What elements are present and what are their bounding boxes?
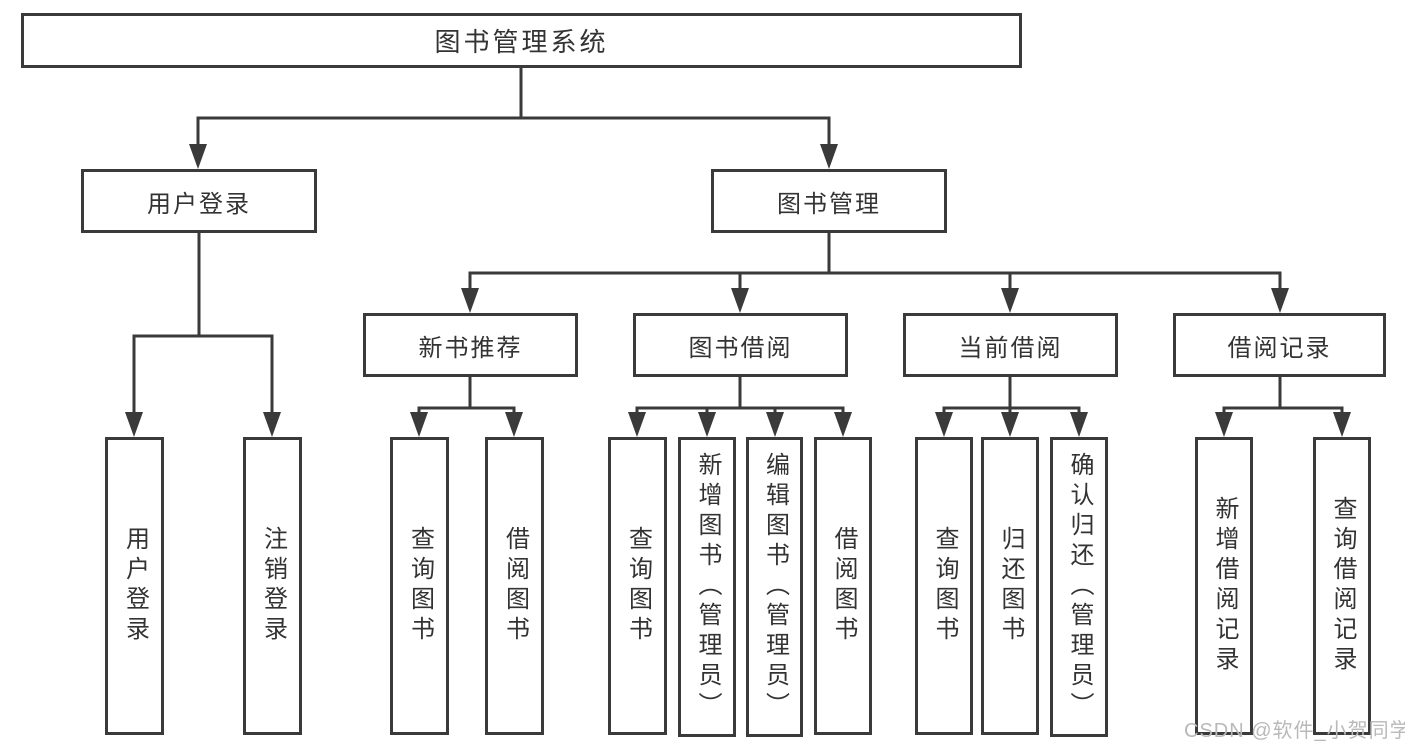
leaf-user-login: 用户登录	[105, 437, 164, 735]
leaf-bb-add-books-admin: 新增图书（管理员）	[678, 437, 736, 737]
connector-new-book-recommend	[410, 377, 523, 437]
connector-borrowing-records	[1215, 377, 1351, 437]
node-library-system: 图书管理系统	[21, 13, 1022, 68]
leaf-bb-edit-books-admin: 编辑图书（管理员）	[746, 437, 803, 737]
node-borrowing-records: 借阅记录	[1173, 313, 1386, 377]
leaf-br-query-record: 查询借阅记录	[1313, 437, 1371, 735]
leaf-bb-query-books: 查询图书	[608, 437, 667, 735]
node-new-book-recommend: 新书推荐	[363, 313, 578, 377]
connector-user-login	[125, 233, 281, 437]
connector-book-borrowing	[628, 377, 852, 437]
leaf-cb-query-books: 查询图书	[915, 437, 973, 735]
leaf-nbr-borrow-books: 借阅图书	[485, 437, 544, 735]
connector-book-management	[461, 233, 1289, 313]
node-book-borrowing: 图书借阅	[633, 313, 848, 377]
connector-current-borrowing	[935, 377, 1088, 437]
leaf-nbr-query-books: 查询图书	[390, 437, 449, 735]
leaf-logout: 注销登录	[243, 437, 302, 735]
leaf-br-add-record: 新增借阅记录	[1195, 437, 1253, 735]
connector-root	[189, 68, 838, 169]
leaf-cb-return-books: 归还图书	[981, 437, 1039, 735]
node-current-borrowing: 当前借阅	[903, 313, 1118, 377]
leaf-bb-borrow-books: 借阅图书	[814, 437, 872, 735]
node-user-login: 用户登录	[81, 169, 317, 233]
node-book-management: 图书管理	[711, 169, 947, 233]
watermark: CSDN @软件_小贺同学	[1184, 720, 1405, 742]
leaf-cb-confirm-return-admin: 确认归还（管理员）	[1050, 437, 1108, 737]
